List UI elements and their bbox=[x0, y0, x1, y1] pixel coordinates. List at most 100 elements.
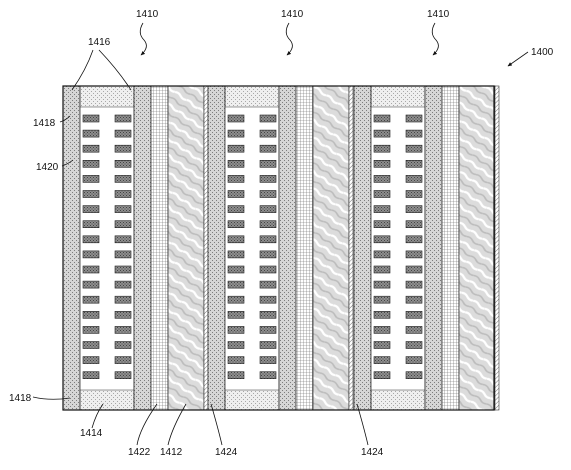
cell-3 bbox=[353, 85, 500, 411]
label-separator-edge-a: 1424 bbox=[215, 447, 238, 458]
leader-device bbox=[507, 51, 529, 67]
fin bbox=[259, 310, 277, 319]
fin bbox=[82, 160, 100, 168]
leader-separator-edge-b bbox=[356, 403, 369, 446]
fin bbox=[227, 235, 245, 244]
fin bbox=[373, 114, 391, 123]
separator-edge bbox=[494, 85, 500, 411]
fin bbox=[227, 371, 245, 380]
fin bbox=[227, 310, 245, 319]
fin bbox=[114, 114, 132, 123]
fin bbox=[82, 341, 100, 349]
bottom-bar bbox=[224, 389, 280, 411]
fin bbox=[373, 235, 391, 244]
leader-cell-b bbox=[285, 22, 293, 56]
fin bbox=[114, 310, 132, 319]
fin bbox=[114, 190, 132, 198]
leader-fins-right bbox=[98, 49, 132, 91]
leader-cell-a bbox=[139, 22, 147, 56]
fin bbox=[405, 175, 423, 183]
label-fins: 1416 bbox=[88, 37, 111, 48]
fin bbox=[373, 356, 391, 364]
bottom-bar bbox=[79, 389, 135, 411]
fin bbox=[405, 265, 423, 274]
fin bbox=[373, 160, 391, 168]
core-region bbox=[80, 86, 134, 410]
fin bbox=[405, 114, 423, 123]
core-region bbox=[371, 86, 425, 410]
fin bbox=[114, 129, 132, 138]
fin bbox=[114, 265, 132, 274]
separator bbox=[167, 85, 205, 411]
fin bbox=[373, 175, 391, 183]
fin bbox=[405, 220, 423, 228]
inner-column bbox=[424, 85, 443, 411]
fin bbox=[259, 190, 277, 198]
leader-core bbox=[91, 403, 104, 429]
fin bbox=[114, 280, 132, 289]
fin bbox=[373, 250, 391, 259]
leader-left-cols bbox=[61, 159, 74, 167]
leader-top-bar bbox=[59, 115, 71, 123]
leader-separator-edge-a bbox=[210, 403, 223, 446]
device-body bbox=[62, 85, 500, 411]
fin bbox=[82, 220, 100, 228]
label-left-cols: 1420 bbox=[36, 162, 59, 173]
dotted-layer bbox=[150, 85, 169, 411]
fin bbox=[114, 295, 132, 304]
fin bbox=[259, 265, 277, 274]
fin bbox=[405, 371, 423, 380]
leader-bottom-bar bbox=[32, 396, 71, 400]
core-region bbox=[225, 86, 279, 410]
fin bbox=[227, 205, 245, 213]
fin bbox=[82, 205, 100, 213]
fin bbox=[114, 175, 132, 183]
fin bbox=[373, 341, 391, 349]
cell-1 bbox=[62, 85, 209, 411]
fin bbox=[373, 310, 391, 319]
fin bbox=[373, 280, 391, 289]
fin bbox=[259, 175, 277, 183]
fin bbox=[114, 160, 132, 168]
fin bbox=[114, 371, 132, 380]
fin bbox=[405, 250, 423, 259]
device-border bbox=[62, 85, 495, 411]
fin bbox=[373, 326, 391, 334]
fin bbox=[114, 144, 132, 153]
fin bbox=[114, 326, 132, 334]
fin bbox=[82, 326, 100, 334]
label-core: 1414 bbox=[80, 428, 103, 439]
label-device: 1400 bbox=[531, 47, 554, 58]
fin bbox=[405, 356, 423, 364]
fin bbox=[259, 356, 277, 364]
fin bbox=[405, 205, 423, 213]
top-bar bbox=[79, 85, 135, 108]
inner-column bbox=[133, 85, 152, 411]
outer-column bbox=[353, 85, 372, 411]
fin bbox=[82, 114, 100, 123]
cell-2 bbox=[207, 85, 354, 411]
leader-fins-left bbox=[71, 49, 94, 91]
label-cell-b: 1410 bbox=[281, 9, 304, 20]
leader-dotted-layer bbox=[136, 403, 158, 446]
separator bbox=[312, 85, 350, 411]
fin bbox=[82, 295, 100, 304]
leader-cell-c bbox=[431, 22, 439, 56]
fin bbox=[373, 265, 391, 274]
fin bbox=[227, 220, 245, 228]
fin bbox=[82, 129, 100, 138]
fin bbox=[405, 341, 423, 349]
fin bbox=[405, 295, 423, 304]
fin bbox=[227, 356, 245, 364]
fin bbox=[82, 371, 100, 380]
fin bbox=[114, 220, 132, 228]
fin bbox=[259, 295, 277, 304]
separator-edge bbox=[348, 85, 354, 411]
fin bbox=[405, 326, 423, 334]
fin bbox=[82, 250, 100, 259]
fin bbox=[227, 129, 245, 138]
fin bbox=[405, 129, 423, 138]
fin bbox=[259, 250, 277, 259]
bottom-bar bbox=[370, 389, 426, 411]
fin bbox=[114, 235, 132, 244]
